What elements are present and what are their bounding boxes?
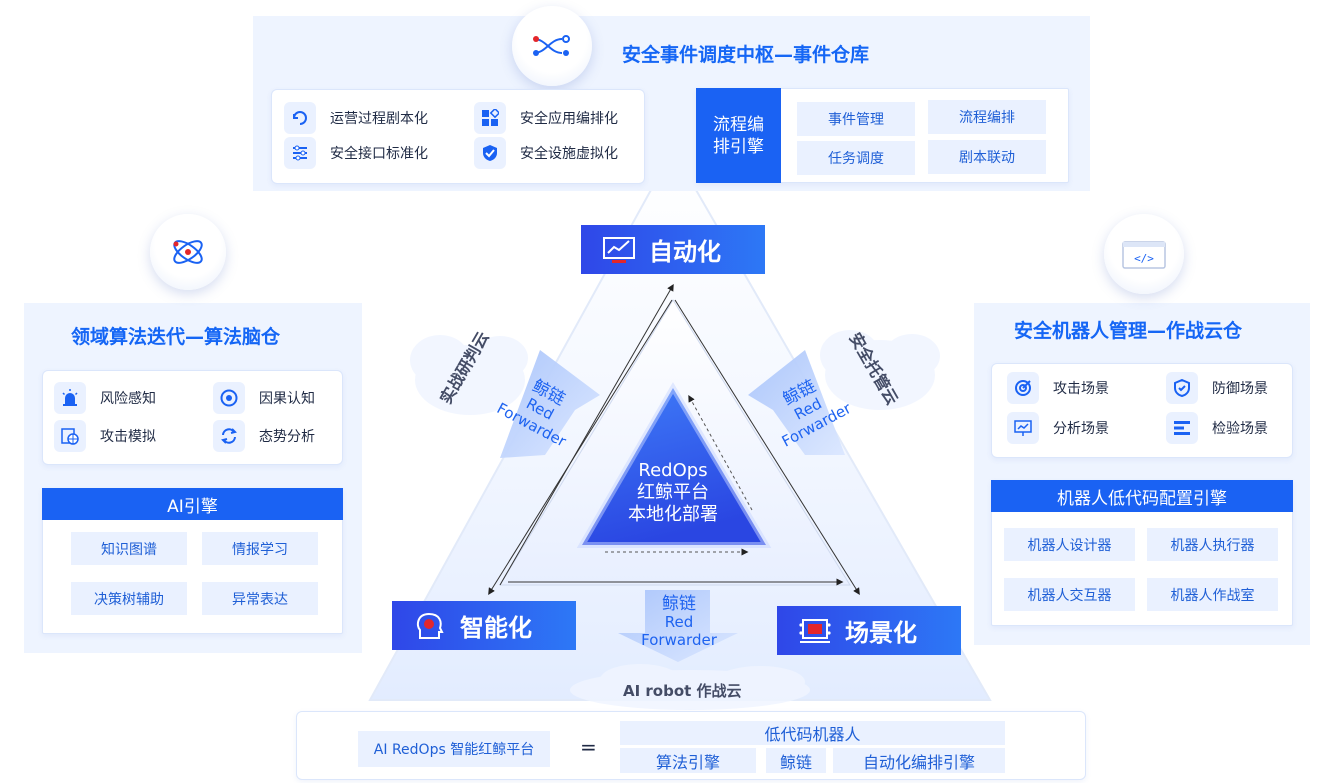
top-chip: 事件管理	[797, 102, 915, 136]
sync-icon	[213, 420, 245, 452]
left-chip: 情报学习	[202, 532, 318, 565]
cloud-right	[820, 330, 940, 410]
right-chip: 机器人交互器	[1004, 578, 1135, 611]
svg-text:</>: </>	[1134, 252, 1154, 265]
top-chip: 流程编排	[928, 100, 1046, 134]
feature-label: 安全设施虚拟化	[520, 146, 618, 162]
center-line-2: 红鲸平台	[637, 482, 709, 503]
left-panel-title: 领域算法迭代—算法脑仓	[71, 326, 281, 348]
code-window-icon: </>	[1104, 214, 1184, 294]
feature-item: 态势分析	[213, 420, 315, 452]
feature-label: 态势分析	[259, 429, 315, 445]
node-scenario: 场景化	[777, 606, 961, 655]
arrow-label-bottom: 鲸链 Red Forwarder	[634, 595, 724, 649]
cloud-left	[410, 335, 528, 415]
top-chip: 任务调度	[797, 141, 915, 175]
refresh-icon	[284, 102, 316, 134]
feature-item: 安全设施虚拟化	[474, 137, 618, 169]
edge-arrow-right-down	[674, 299, 860, 595]
feature-label: 攻击模拟	[100, 429, 156, 445]
feature-label: 安全应用编排化	[520, 111, 618, 127]
feature-label: 防御场景	[1212, 381, 1268, 397]
top-engine-label: 流程编 排引擎	[696, 88, 781, 183]
core-triangle	[576, 382, 772, 548]
feature-item: 防御场景	[1166, 372, 1268, 404]
bottom-chip: 算法引擎	[620, 748, 756, 773]
fat-arrow-left	[500, 350, 600, 458]
arrow-en1: Red	[664, 613, 694, 631]
top-features-card	[271, 89, 645, 184]
feature-label: 运营过程剧本化	[330, 111, 428, 127]
cloud-bottom	[570, 664, 810, 710]
lowcode-robot-chip: 低代码机器人	[620, 721, 1005, 745]
node-label: 场景化	[845, 619, 917, 647]
right-panel-title: 安全机器人管理—作战云仓	[1014, 320, 1243, 342]
feature-label: 风险感知	[100, 391, 156, 407]
bottom-chip: 自动化编排引擎	[833, 748, 1005, 773]
left-chip: 知识图谱	[71, 532, 187, 565]
node-automation: 自动化	[581, 225, 765, 274]
atom-icon	[150, 214, 226, 290]
edge-arrow-left-up	[499, 283, 674, 586]
shield-check-icon	[474, 137, 506, 169]
alarm-icon	[54, 382, 86, 414]
left-features-card	[42, 370, 343, 465]
fat-arrow-right	[748, 350, 845, 455]
presentation-chart-icon	[1007, 412, 1039, 444]
fat-arrow-bottom	[618, 590, 738, 662]
target-icon	[213, 382, 245, 414]
feature-item: 安全接口标准化	[284, 137, 428, 169]
node-label: 自动化	[649, 238, 721, 266]
feature-label: 检验场景	[1212, 421, 1268, 437]
center-label: RedOps 红鲸平台 本地化部署	[603, 460, 743, 526]
feature-item: 因果认知	[213, 382, 315, 414]
feature-item: 检验场景	[1166, 412, 1268, 444]
node-intelligence: 智能化	[392, 601, 576, 650]
left-chip: 异常表达	[202, 582, 318, 615]
left-engine-label: AI引擎	[42, 488, 343, 520]
left-chip: 决策树辅助	[71, 582, 187, 615]
top-chip: 剧本联动	[928, 140, 1046, 174]
globe-doc-icon	[54, 420, 86, 452]
list-bars-icon	[1166, 412, 1198, 444]
brain-head-icon	[410, 606, 450, 646]
feature-item: 攻击场景	[1007, 372, 1109, 404]
feature-item: 分析场景	[1007, 412, 1109, 444]
equals-sign: =	[580, 735, 597, 759]
right-chip: 机器人执行器	[1147, 528, 1278, 561]
bottom-chip: 鲸链	[766, 748, 826, 773]
right-engine-label: 机器人低代码配置引擎	[991, 480, 1293, 512]
cloud-label-bottom: AI robot 作战云	[623, 682, 742, 700]
center-line-3: 本地化部署	[628, 504, 718, 525]
engine-label-text: 流程编 排引擎	[713, 114, 764, 157]
workflow-icon	[512, 6, 592, 86]
chart-monitor-icon	[599, 230, 639, 270]
edge-arrow-left-down	[488, 299, 673, 595]
feature-label: 分析场景	[1053, 421, 1109, 437]
feature-label: 攻击场景	[1053, 381, 1109, 397]
apps-icon	[474, 102, 506, 134]
feature-item: 风险感知	[54, 382, 156, 414]
feature-item: 运营过程剧本化	[284, 102, 428, 134]
feature-item: 安全应用编排化	[474, 102, 618, 134]
circuit-screen-icon	[795, 611, 835, 651]
feature-label: 因果认知	[259, 391, 315, 407]
right-chip: 机器人作战室	[1147, 578, 1278, 611]
attack-target-icon	[1007, 372, 1039, 404]
center-line-1: RedOps	[638, 460, 708, 481]
sliders-icon	[284, 137, 316, 169]
feature-label: 安全接口标准化	[330, 146, 428, 162]
right-features-card	[991, 363, 1293, 458]
top-panel-title: 安全事件调度中枢—事件仓库	[622, 44, 870, 66]
shield-icon	[1166, 372, 1198, 404]
platform-chip: AI RedOps 智能红鲸平台	[358, 731, 550, 767]
arrow-en2: Forwarder	[641, 631, 717, 649]
feature-item: 攻击模拟	[54, 420, 156, 452]
arrow-cn: 鲸链	[662, 594, 696, 614]
right-chip: 机器人设计器	[1004, 528, 1135, 561]
node-label: 智能化	[460, 614, 532, 642]
